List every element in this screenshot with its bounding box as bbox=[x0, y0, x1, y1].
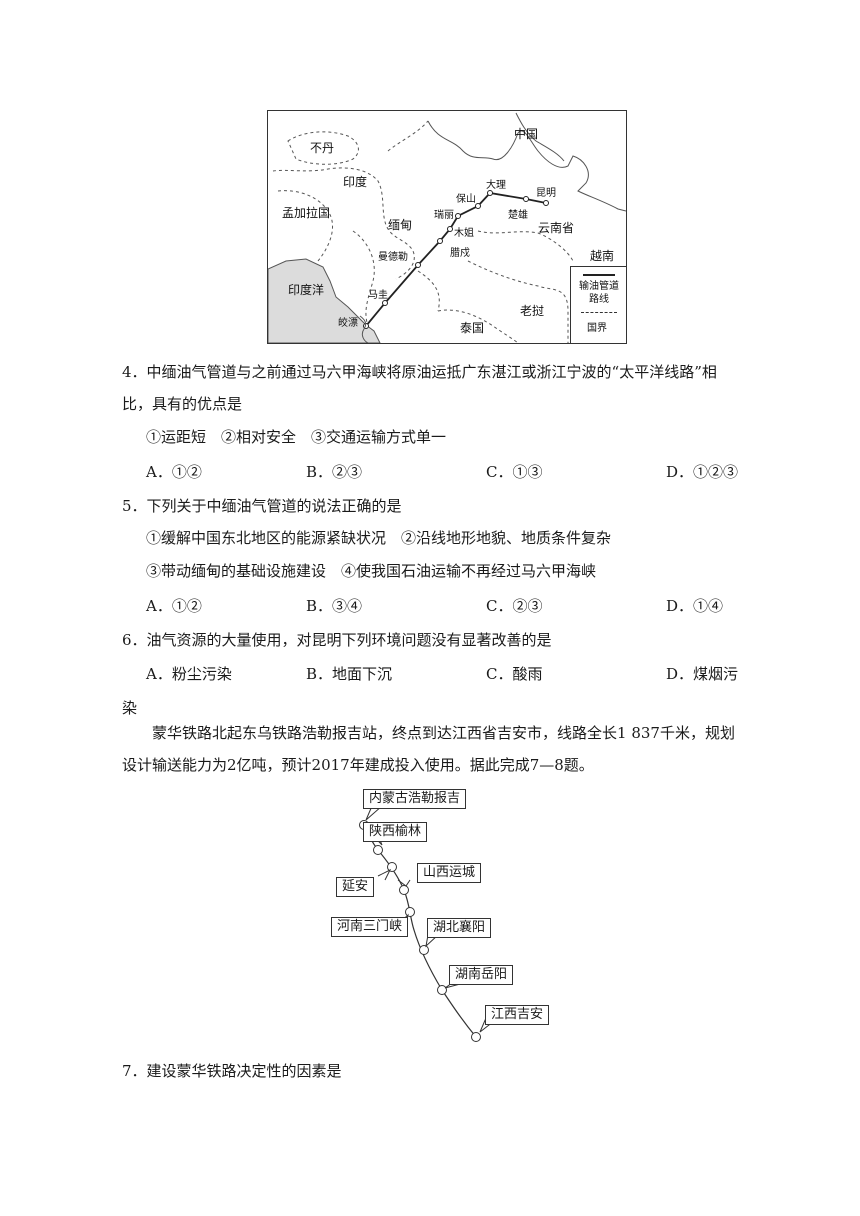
label-indian-ocean: 印度洋 bbox=[288, 283, 325, 297]
q4-items: ①运距短 ②相对安全 ③交通运输方式单一 bbox=[146, 428, 447, 446]
q6-option-b[interactable]: B．地面下沉 bbox=[306, 665, 393, 683]
node-mandalay bbox=[415, 262, 421, 268]
pointer-xiangyang bbox=[425, 934, 439, 948]
q6-option-a[interactable]: A．粉尘污染 bbox=[146, 665, 232, 683]
label-muse: 木姐 bbox=[454, 228, 474, 239]
q6-option-c[interactable]: C．酸雨 bbox=[486, 665, 543, 683]
q6-option-d[interactable]: D．煤烟污 bbox=[666, 665, 739, 683]
q4-stem-cont: 比，具有的优点是 bbox=[122, 395, 243, 413]
pipeline-map: 中国 不丹 印度 孟加拉国 缅甸 印度洋 云南省 越南 老挝 泰国 大理 昆明 … bbox=[267, 110, 627, 344]
station-label-haolebaoji: 内蒙古浩勒报吉 bbox=[363, 789, 467, 809]
label-thailand: 泰国 bbox=[460, 321, 485, 335]
q5-option-c[interactable]: C．②③ bbox=[486, 597, 543, 615]
legend-pipeline-line bbox=[583, 274, 615, 276]
pipeline-route bbox=[365, 192, 547, 327]
q6-stem: 6．油气资源的大量使用，对昆明下列环境问题没有显著改善的是 bbox=[122, 631, 552, 649]
label-bhutan: 不丹 bbox=[310, 141, 335, 155]
station-node-yuncheng bbox=[399, 885, 409, 895]
label-vietnam: 越南 bbox=[590, 249, 615, 263]
label-bangladesh: 孟加拉国 bbox=[282, 206, 331, 220]
node-lashio bbox=[437, 238, 443, 244]
china-east-coast bbox=[515, 112, 565, 162]
station-node-sanmenxia bbox=[405, 907, 415, 917]
pointer-yuncheng bbox=[397, 879, 411, 887]
node-baoshan bbox=[475, 203, 481, 209]
station-label-yuncheng: 山西运城 bbox=[417, 863, 482, 883]
intro-line-1: 蒙华铁路北起东乌铁路浩勒报吉站，终点到达江西省吉安市，线路全长1 837千米，规… bbox=[152, 724, 735, 742]
station-node-xiangyang bbox=[419, 945, 429, 955]
q4-option-a[interactable]: A．①② bbox=[146, 463, 202, 481]
label-yunnan: 云南省 bbox=[538, 221, 575, 235]
label-mandalay: 曼德勒 bbox=[378, 252, 408, 263]
label-lashio: 腊戍 bbox=[450, 248, 470, 259]
label-ruili: 瑞丽 bbox=[434, 210, 454, 221]
yunnan-border bbox=[477, 230, 574, 262]
legend-pipeline-label: 输油管道路线 bbox=[579, 281, 619, 305]
label-dali: 大理 bbox=[486, 180, 506, 191]
station-label-sanmenxia: 河南三门峡 bbox=[331, 917, 409, 937]
intro-line-2: 设计输送能力为2亿吨，预计2017年建成投入使用。据此完成7—8题。 bbox=[122, 756, 594, 774]
myanmar-west bbox=[352, 230, 375, 327]
node-ruili bbox=[455, 213, 461, 219]
myanmar-north bbox=[387, 120, 429, 152]
label-china: 中国 bbox=[514, 127, 539, 141]
myanmar-east bbox=[417, 270, 440, 312]
laos-border bbox=[467, 260, 569, 343]
q5-items-1: ①缓解中国东北地区的能源紧缺状况 ②沿线地形地貌、地质条件复杂 bbox=[146, 529, 612, 547]
q5-option-d[interactable]: D．①④ bbox=[666, 597, 724, 615]
map-drawing bbox=[268, 112, 626, 343]
label-laos: 老挝 bbox=[520, 304, 545, 318]
node-dali bbox=[487, 190, 493, 196]
legend-border-line bbox=[581, 312, 617, 313]
label-magway: 马圭 bbox=[368, 290, 388, 301]
kyaukphyu-coast bbox=[359, 315, 369, 343]
q4-stem: 4．中缅油气管道与之前通过马六甲海峡将原油运抵广东湛江或浙江宁波的“太平洋线路”… bbox=[122, 363, 717, 381]
china-border bbox=[427, 120, 626, 212]
legend-border-label: 国界 bbox=[587, 323, 607, 334]
indian-ocean-area bbox=[268, 258, 381, 343]
bangladesh-border bbox=[277, 190, 333, 262]
q5-items-2: ③带动缅甸的基础设施建设 ④使我国石油运输不再经过马六甲海峡 bbox=[146, 562, 597, 580]
node-magway bbox=[382, 300, 388, 306]
station-label-xiangyang: 湖北襄阳 bbox=[427, 918, 492, 938]
station-label-jian: 江西吉安 bbox=[485, 1005, 550, 1025]
station-node-jian bbox=[471, 1032, 481, 1042]
q4-option-d[interactable]: D．①②③ bbox=[666, 463, 739, 481]
map-legend: 输油管道路线 国界 bbox=[570, 266, 626, 343]
station-label-yanan: 延安 bbox=[336, 877, 375, 897]
q4-option-b[interactable]: B．②③ bbox=[306, 463, 363, 481]
node-chuxiong bbox=[523, 196, 529, 202]
station-node-yulin bbox=[373, 845, 383, 855]
q7-stem: 7．建设蒙华铁路决定性的因素是 bbox=[122, 1062, 342, 1080]
pointer-haolebaoji bbox=[365, 805, 383, 821]
q5-option-a[interactable]: A．①② bbox=[146, 597, 202, 615]
label-baoshan: 保山 bbox=[456, 194, 476, 205]
station-label-yulin: 陕西榆林 bbox=[363, 822, 428, 842]
label-kyaukphyu: 皎漂 bbox=[338, 318, 358, 329]
label-india: 印度 bbox=[343, 175, 368, 189]
label-kunming: 昆明 bbox=[536, 188, 556, 199]
node-muse bbox=[447, 226, 453, 232]
label-myanmar: 缅甸 bbox=[388, 218, 413, 232]
q5-stem: 5．下列关于中缅油气管道的说法正确的是 bbox=[122, 497, 402, 515]
q5-option-b[interactable]: B．③④ bbox=[306, 597, 363, 615]
station-label-yueyang: 湖南岳阳 bbox=[449, 965, 514, 985]
q6-option-d-cont: 染 bbox=[122, 699, 138, 717]
node-kunming bbox=[543, 200, 549, 206]
q4-option-c[interactable]: C．①③ bbox=[486, 463, 543, 481]
india-border bbox=[272, 167, 415, 280]
station-node-yueyang bbox=[437, 985, 447, 995]
label-chuxiong: 楚雄 bbox=[508, 210, 528, 221]
station-node-yanan bbox=[387, 862, 397, 872]
pointer-yanan bbox=[377, 868, 392, 881]
